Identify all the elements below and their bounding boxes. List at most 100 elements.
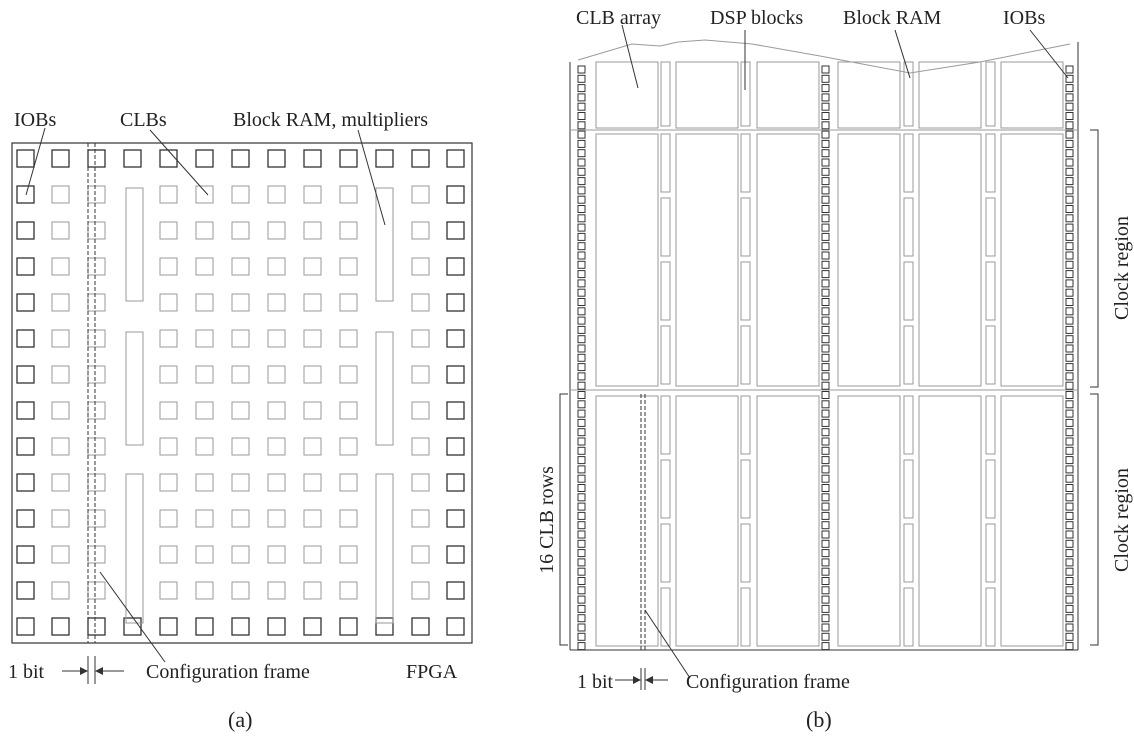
iob-cell	[577, 205, 586, 213]
iob-cell	[577, 502, 586, 511]
iob-cell	[411, 617, 430, 636]
dsp-bram-block	[740, 395, 751, 455]
leader-bram-a	[357, 129, 386, 226]
iob-cell	[16, 293, 35, 312]
iob-cell	[446, 329, 465, 348]
clb-cell	[87, 401, 106, 420]
clb-cell	[267, 581, 286, 600]
clb-array-block	[675, 133, 739, 387]
dsp-bram-block	[740, 523, 751, 583]
iob-cell	[446, 545, 465, 564]
iob-cell	[821, 205, 830, 213]
iob-cell	[1065, 623, 1074, 632]
iob-cell	[821, 65, 830, 74]
iob-cell	[159, 617, 178, 636]
iob-cell	[1065, 93, 1074, 102]
iob-cell	[577, 344, 586, 353]
iob-cell	[577, 437, 586, 446]
cell-grid	[16, 149, 465, 636]
dsp-bram-block	[660, 133, 671, 193]
iob-cell	[1065, 539, 1074, 548]
leader-iobs-b	[1029, 29, 1069, 79]
dsp-bram-block	[903, 133, 914, 193]
iob-cell	[821, 595, 830, 604]
iob-cell	[577, 121, 586, 130]
clb-cell	[231, 221, 250, 240]
clb-cell	[87, 293, 106, 312]
iob-cell	[1065, 288, 1074, 297]
iob-cell	[577, 335, 586, 344]
caption-a: (a)	[228, 707, 252, 732]
iob-cell	[195, 617, 214, 636]
iob-cell	[446, 581, 465, 600]
clb-cell	[159, 437, 178, 456]
iob-cell	[446, 293, 465, 312]
iob-cell	[1065, 205, 1074, 213]
iob-cell	[1065, 577, 1074, 585]
iob-cell	[577, 260, 586, 269]
iob-cell	[1065, 325, 1074, 334]
dsp-bram-block	[985, 261, 996, 321]
iob-cell	[303, 617, 322, 636]
clb-cell	[339, 473, 358, 492]
clb-cell	[195, 473, 214, 492]
clb-cell	[267, 329, 286, 348]
iob-cell	[821, 167, 830, 176]
dsp-bram-block	[903, 197, 914, 257]
iob-cell	[821, 502, 830, 511]
iob-cell	[375, 149, 394, 168]
iob-cell	[87, 617, 106, 636]
iob-cell	[821, 84, 830, 93]
iob-cell	[1065, 102, 1074, 111]
iob-cell	[821, 614, 830, 623]
iob-cell	[1065, 335, 1074, 344]
iob-cell	[577, 84, 586, 93]
clb-cell	[303, 581, 322, 600]
clb-cell	[159, 509, 178, 528]
clb-cell	[195, 509, 214, 528]
iob-cell	[375, 617, 394, 636]
iob-cell	[1065, 214, 1074, 223]
iob-cell	[577, 484, 586, 492]
clb-cell	[411, 185, 430, 204]
iob-cell	[821, 195, 830, 204]
clb-cell	[87, 185, 106, 204]
clb-cell	[87, 365, 106, 384]
iob-cell	[446, 473, 465, 492]
iob-cell	[16, 149, 35, 168]
clb-cell	[339, 545, 358, 564]
iob-cell	[1065, 74, 1074, 83]
clb-cell	[267, 221, 286, 240]
iob-cell	[821, 446, 830, 455]
iob-cell	[446, 185, 465, 204]
clb-array-block	[837, 61, 901, 129]
clb-cell	[87, 473, 106, 492]
iob-cell	[577, 623, 586, 632]
iob-cell	[1065, 493, 1074, 502]
dsp-bram-block	[985, 523, 996, 583]
iob-cell	[446, 401, 465, 420]
iob-cell	[303, 149, 322, 168]
iob-cell	[577, 214, 586, 223]
iob-cell	[51, 149, 70, 168]
iob-cell	[446, 509, 465, 528]
iob-cell	[821, 558, 830, 567]
clb-cell	[303, 257, 322, 276]
dsp-bram-block	[985, 459, 996, 519]
iob-cell	[1065, 391, 1074, 399]
leader-frame-b	[644, 609, 691, 679]
dsp-bram-block	[985, 133, 996, 193]
label-iobs-a: IOBs	[14, 109, 56, 131]
iob-cell	[821, 474, 830, 483]
clb-cell	[51, 221, 70, 240]
iob-cell	[577, 93, 586, 102]
iob-cell	[821, 623, 830, 632]
clb-array-block	[675, 61, 739, 129]
iob-cell	[577, 456, 586, 465]
clb-cell	[87, 545, 106, 564]
clb-array-block	[918, 133, 982, 387]
iob-cell	[821, 139, 830, 148]
iob-cell	[821, 539, 830, 548]
iob-cell	[577, 493, 586, 502]
dsp-bram-block	[903, 587, 914, 647]
